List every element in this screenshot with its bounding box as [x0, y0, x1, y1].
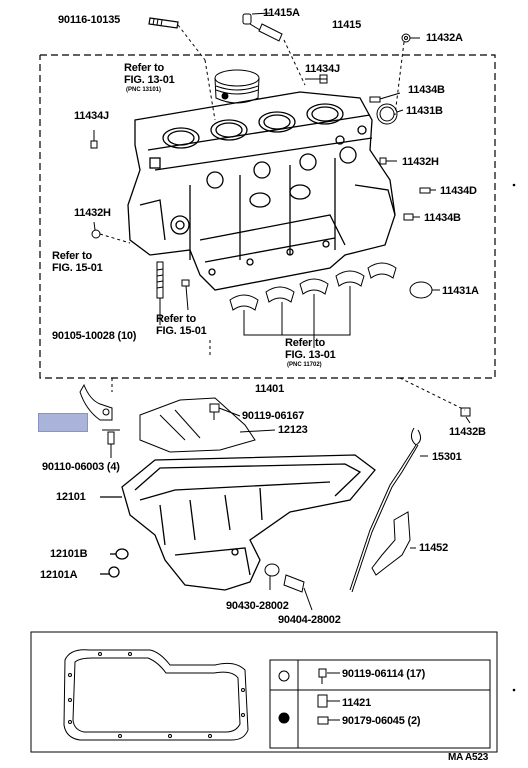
- label-12123[interactable]: 12123: [278, 424, 308, 436]
- refer-note-2-line2[interactable]: FIG. 15-01: [52, 262, 103, 274]
- drain-plug: [264, 563, 313, 611]
- label-11432h-right[interactable]: 11432H: [402, 156, 439, 168]
- refer-note-3-line2[interactable]: FIG. 15-01: [156, 325, 207, 337]
- refer-note-1-line1: Refer to: [124, 62, 164, 74]
- label-11434b-top[interactable]: 11434B: [408, 84, 445, 96]
- label-90119-06114[interactable]: 90119-06114 (17): [342, 668, 426, 680]
- refer-note-1-line2[interactable]: FIG. 13-01: [124, 74, 175, 86]
- oil-jet-parts-11415: [242, 12, 306, 86]
- dipstick: [349, 427, 428, 593]
- dipstick-guide: [371, 511, 416, 576]
- label-12101[interactable]: 12101: [56, 491, 86, 503]
- refer-note-3-line1: Refer to: [156, 313, 196, 325]
- label-90430-28002[interactable]: 90430-28002: [226, 600, 289, 612]
- label-12101a[interactable]: 12101A: [40, 569, 78, 581]
- oil-strainer: [79, 383, 120, 458]
- label-11434j-top[interactable]: 11434J: [305, 63, 340, 75]
- label-11434b-right[interactable]: 11434B: [424, 212, 461, 224]
- crank-bearings: [209, 262, 440, 355]
- label-90179-06045[interactable]: 90179-06045 (2): [342, 715, 421, 727]
- plug-11432a: [394, 33, 420, 116]
- label-11432b[interactable]: 11432B: [449, 426, 486, 438]
- refer-note-4-line2[interactable]: FIG. 13-01: [285, 349, 336, 361]
- label-11401[interactable]: 11401: [255, 383, 284, 395]
- diagram-code: MA A523: [448, 752, 489, 763]
- label-12101b[interactable]: 12101B: [50, 548, 88, 560]
- highlighted-part-label: [38, 413, 88, 432]
- oil-pan-gasket: [63, 649, 249, 741]
- small-plugs: [90, 74, 436, 244]
- label-90119-06167[interactable]: 90119-06167: [242, 410, 305, 422]
- oil-pan: [100, 454, 376, 591]
- label-90404-28002[interactable]: 90404-28002: [278, 614, 341, 626]
- piston-reference-drawing: [214, 69, 260, 104]
- label-11434j-left[interactable]: 11434J: [74, 110, 109, 122]
- detail-legend-table: [269, 659, 491, 749]
- label-11434d[interactable]: 11434D: [440, 185, 477, 197]
- label-11432h-left[interactable]: 11432H: [74, 207, 111, 219]
- bolt-90105: [156, 261, 190, 325]
- assembly-boundary: [39, 54, 496, 379]
- baffle-plate: [139, 397, 276, 453]
- label-11421[interactable]: 11421: [342, 697, 371, 709]
- refer-note-2-line1: Refer to: [52, 250, 92, 262]
- label-11431b[interactable]: 11431B: [406, 105, 443, 117]
- label-11415[interactable]: 11415: [332, 19, 361, 31]
- label-11415a[interactable]: 11415A: [263, 7, 300, 19]
- label-90105-10028[interactable]: 90105-10028 (10): [52, 330, 137, 342]
- refer-note-1-pnc: (PNC 13101): [126, 87, 162, 93]
- gasket-detail-box: [30, 631, 498, 753]
- label-15301[interactable]: 15301: [432, 451, 462, 463]
- label-11431a[interactable]: 11431A: [442, 285, 479, 297]
- cylinder-block: [127, 91, 396, 291]
- label-11432a[interactable]: 11432A: [426, 32, 463, 44]
- refer-note-4-line1: Refer to: [285, 337, 325, 349]
- refer-note-4-pnc: (PNC 11702): [287, 362, 322, 368]
- label-90110-06003[interactable]: 90110-06003 (4): [42, 461, 120, 473]
- label-11452[interactable]: 11452: [419, 542, 448, 554]
- label-90116-10135[interactable]: 90116-10135: [58, 14, 121, 26]
- stud-bolt-90116: [148, 17, 216, 121]
